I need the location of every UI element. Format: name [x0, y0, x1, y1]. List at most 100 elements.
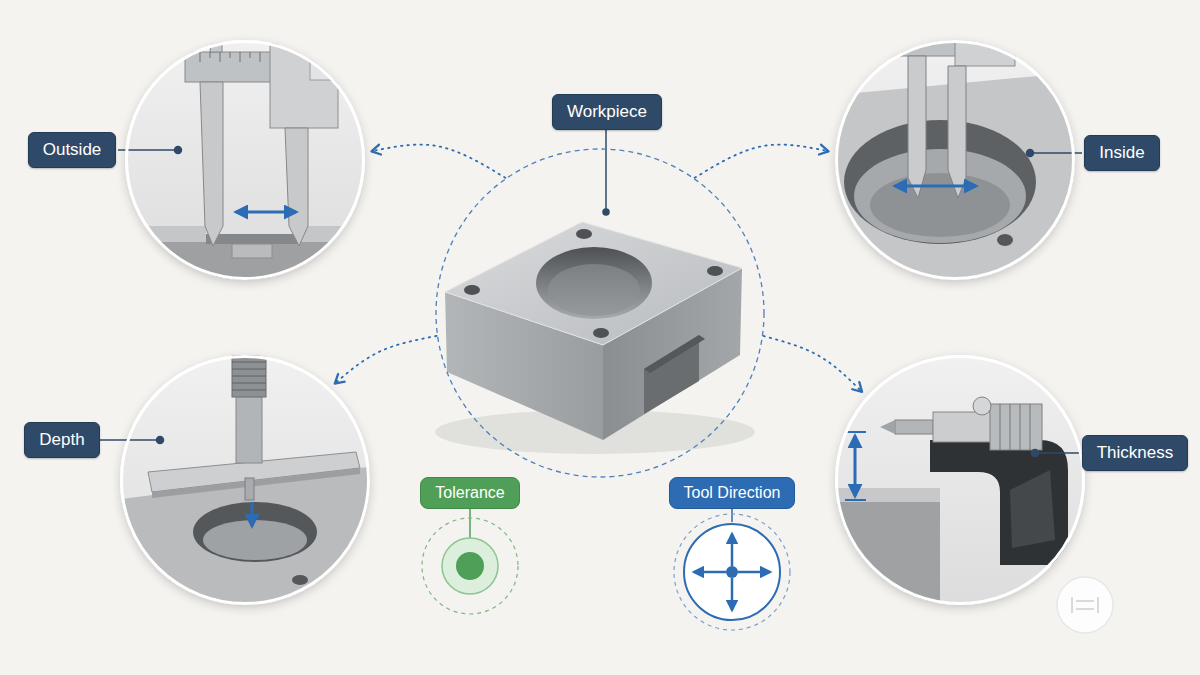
micrometer-photo: [933, 412, 991, 442]
leader-line: [175, 147, 182, 154]
workpiece-block: [576, 229, 592, 239]
leader-line: [157, 437, 164, 444]
depth-gauge-photo: [251, 502, 254, 526]
leader-line: [603, 209, 609, 215]
circle-outline: [127, 42, 364, 279]
node-label: Outside: [28, 132, 117, 168]
caliper-outside-photo: [285, 128, 308, 246]
caliper-outside-photo: [232, 244, 272, 258]
workpiece-block: [548, 264, 640, 316]
caliper-inside-photo: [895, 185, 976, 188]
measurement-circle: Depth: [120, 355, 370, 605]
micrometer-photo: [830, 350, 1090, 610]
leader-line: [1027, 150, 1034, 157]
tool-direction-icon: [694, 534, 770, 610]
caliper-outside-photo: [206, 234, 298, 244]
workpiece-block: [536, 247, 652, 319]
node-label: Inside: [1084, 135, 1159, 171]
watermark-icon: [1057, 577, 1113, 633]
tolerance-icon: [456, 552, 484, 580]
tool-direction-icon: [684, 524, 780, 620]
caliper-outside-photo: [120, 24, 375, 285]
caliper-outside-photo: [272, 24, 282, 44]
depth-gauge-photo: [232, 362, 266, 363]
micrometer-photo: [845, 431, 866, 433]
caliper-outside-photo: [345, 52, 346, 62]
tool-direction-icon: [731, 578, 734, 610]
caliper-inside-photo: [854, 149, 1026, 243]
circle-outline: [125, 40, 365, 280]
circle-outline: [435, 148, 765, 478]
circle-outline: [835, 355, 1085, 605]
circle-outline: [837, 357, 1084, 604]
micrometer-photo: [1020, 404, 1021, 450]
tool-direction-icon: [674, 505, 790, 630]
tolerance-icon: [422, 518, 518, 614]
caliper-inside-photo: [830, 26, 1080, 285]
circle-outline: [837, 42, 1074, 279]
leader-line: [100, 128, 1092, 457]
tool-direction-icon: [731, 534, 734, 566]
watermark-icon: [1057, 577, 1113, 633]
node-label: Tolerance: [420, 477, 519, 509]
depth-gauge-photo: [203, 520, 307, 560]
depth-gauge-photo: [245, 478, 254, 500]
micrometer-photo: [895, 420, 933, 434]
workpiece-block: [445, 222, 742, 345]
depth-gauge-photo: [236, 395, 262, 463]
micrometer-photo: [845, 499, 866, 501]
circle-outline: [436, 149, 764, 477]
caliper-inside-photo: [870, 173, 1010, 237]
depth-gauge-photo: [152, 468, 360, 498]
tolerance-tag: Tolerance: [420, 477, 519, 509]
micrometer-photo: [1000, 404, 1030, 450]
micrometer-photo: [973, 397, 991, 415]
node-label: Depth: [24, 422, 99, 458]
workpiece-circle: Workpiece: [435, 148, 765, 478]
depth-gauge-photo: [292, 575, 308, 585]
caliper-outside-photo: [365, 52, 366, 62]
depth-gauge-photo: [115, 350, 375, 610]
workpiece-block: [464, 285, 480, 295]
leader-line: [605, 128, 607, 212]
workpiece-block: [435, 222, 755, 454]
micrometer-photo: [1000, 404, 1001, 450]
measurement-circle: Thickness: [835, 355, 1085, 605]
caliper-inside-photo: [908, 56, 926, 198]
caliper-inside-photo: [948, 66, 966, 198]
micrometer-photo: [830, 488, 940, 502]
node-label: Tool Direction: [669, 477, 796, 509]
measurement-circle: Outside: [125, 40, 365, 280]
caliper-outside-photo: [236, 211, 296, 214]
tool-direction-icon: [726, 566, 738, 578]
micrometer-photo: [930, 440, 1068, 565]
tool-direction-icon: [694, 571, 726, 574]
tool-direction-icon: [738, 571, 770, 574]
caliper-outside-photo: [250, 52, 251, 58]
workpiece-block: [707, 266, 723, 276]
micrometer-photo: [1030, 404, 1031, 450]
micrometer-photo: [830, 350, 1090, 610]
micrometer-photo: [1010, 404, 1011, 450]
caliper-outside-photo: [220, 52, 221, 62]
circle-outline: [835, 40, 1075, 280]
caliper-inside-photo: [844, 120, 1036, 244]
circle-outline: [122, 357, 369, 604]
circle-outline: [120, 355, 370, 605]
micrometer-photo: [830, 500, 940, 610]
flow-arrow: [336, 336, 437, 383]
tolerance-icon: [422, 505, 518, 614]
micrometer-photo: [880, 420, 895, 434]
depth-gauge-photo: [232, 376, 266, 377]
micrometer-photo: [854, 436, 857, 496]
caliper-outside-photo: [355, 52, 356, 58]
watermark-icon: [1072, 597, 1098, 613]
micrometer-photo: [1010, 470, 1055, 548]
caliper-inside-photo: [997, 234, 1013, 246]
leader-line: [100, 439, 160, 441]
flow-arrow: [763, 336, 861, 391]
caliper-outside-photo: [120, 226, 206, 242]
node-label: Workpiece: [552, 94, 662, 130]
flow-arrow: [373, 145, 506, 178]
